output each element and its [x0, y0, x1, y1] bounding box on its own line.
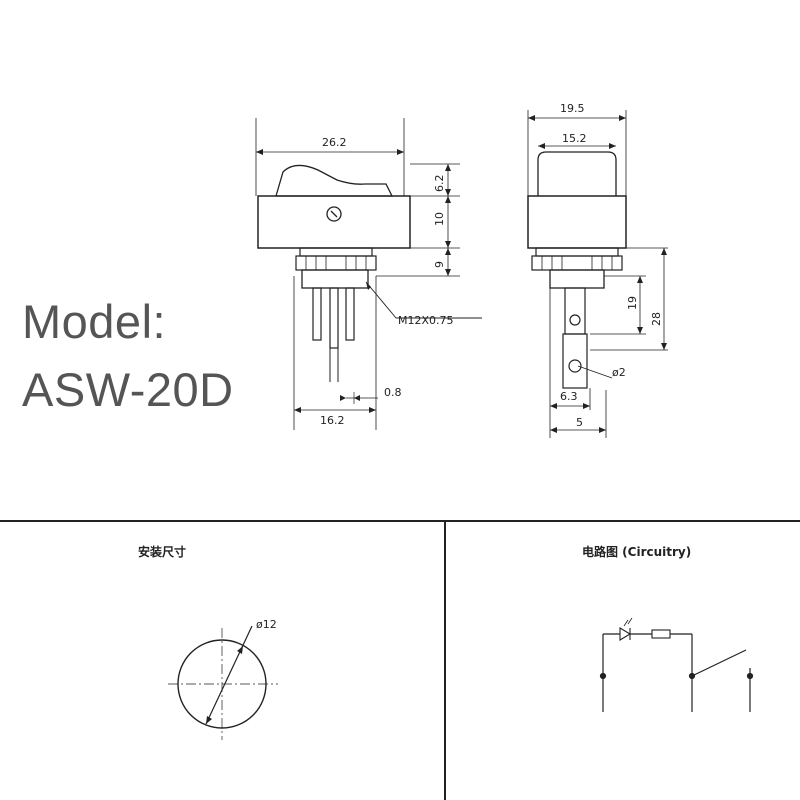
circuitry-title: 电路图 (Circuitry): [582, 544, 691, 559]
dim-height-nut: 9: [433, 261, 446, 268]
mounting-title: 安装尺寸: [138, 544, 186, 559]
dim-terminal-thickness: 0.8: [384, 386, 402, 399]
circuitry-panel: 电路图 (Circuitry): [582, 544, 754, 712]
dim-terminal-base: 5: [576, 416, 583, 429]
model-number: ASW-20D: [22, 363, 234, 416]
side-terminal-upper: [564, 287, 586, 335]
side-body: [527, 195, 627, 249]
front-view: 26.2: [255, 118, 482, 430]
dim-total-height: 28: [650, 312, 663, 326]
side-bushing: [549, 269, 605, 289]
dim-width-top: 26.2: [322, 136, 347, 149]
dim-height-rocker: 6.2: [433, 175, 446, 193]
dim-terminal-height: 19: [626, 296, 639, 310]
side-terminal-lower: [562, 333, 588, 389]
thread-bushing: [301, 269, 369, 289]
side-view: 19.5 15.2: [527, 102, 668, 438]
dim-hole-diameter: ø2: [612, 366, 626, 379]
mounting-nut: [295, 255, 377, 271]
terminal-left: [312, 287, 322, 341]
bottom-table: [0, 520, 800, 800]
terminal-right: [345, 287, 355, 341]
terminal-dot-left: [599, 672, 607, 680]
led-symbol: [619, 627, 632, 641]
switch-body: [257, 195, 411, 249]
dim-thread: M12X0.75: [398, 314, 454, 327]
model-label: Model:: [22, 295, 167, 348]
side-nut: [531, 255, 623, 271]
dim-height-body: 10: [433, 212, 446, 226]
dim-side-width-inner: 15.2: [562, 132, 587, 145]
dim-terminal-width: 6.3: [560, 390, 578, 403]
terminal-dot-right: [746, 672, 754, 680]
resistor-symbol: [651, 629, 671, 639]
rocker-button: [275, 164, 394, 197]
mounting-panel: 安装尺寸 ø12: [138, 544, 278, 740]
dim-mounting-hole: ø12: [256, 618, 277, 631]
terminal-center: [329, 287, 339, 349]
switch-contact: [691, 649, 747, 677]
dim-side-width-outer: 19.5: [560, 102, 585, 115]
side-rocker: [537, 151, 617, 196]
indicator-lamp: [326, 206, 342, 222]
dim-base-width: 16.2: [320, 414, 345, 427]
